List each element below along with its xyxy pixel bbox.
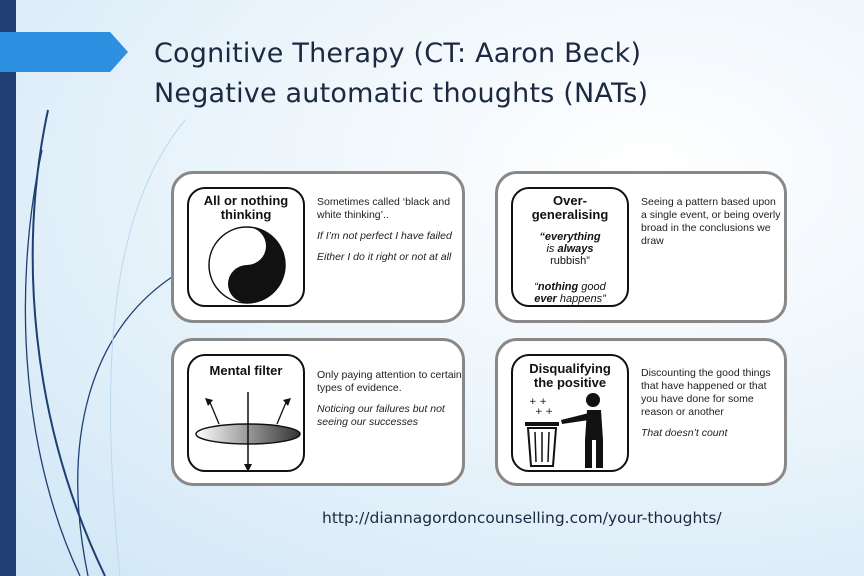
- slide-title: Cognitive Therapy (CT: Aaron Beck) Negat…: [154, 34, 834, 114]
- filter-funnel-icon: [195, 392, 301, 472]
- card-description: Discounting the good things that have ha…: [641, 367, 771, 439]
- title-arrow: [0, 32, 128, 72]
- card-description: Seeing a pattern based upon a single eve…: [641, 196, 781, 247]
- yin-yang-icon: [208, 226, 286, 304]
- decorative-curves: [24, 109, 186, 576]
- title-line-2: Negative automatic thoughts (NATs): [154, 78, 649, 109]
- card-title: Disqualifying the positive: [529, 361, 611, 390]
- source-link[interactable]: http://diannagordoncounselling.com/your-…: [322, 509, 722, 527]
- left-accent-bar: [0, 0, 16, 576]
- quote-everything: “everything is always rubbish”: [539, 231, 601, 267]
- card-title: Over- generalising: [531, 193, 609, 222]
- person-throwing-away-icon: + + + +: [525, 393, 603, 468]
- title-line-1: Cognitive Therapy (CT: Aaron Beck): [154, 38, 642, 69]
- card-disqualifying-inner: Disqualifying the positive + + + +: [511, 354, 629, 472]
- card-title: Mental filter: [209, 363, 283, 378]
- card-mental-filter-inner: Mental filter: [187, 354, 305, 472]
- svg-text:+ +: + +: [529, 397, 547, 407]
- card-all-or-nothing: All or nothing thinking Sometimes called…: [171, 171, 465, 323]
- card-description: Sometimes called ‘black and white thinki…: [317, 196, 452, 263]
- card-disqualifying-positive: Disqualifying the positive + + + +: [495, 338, 787, 486]
- card-over-generalising: Over- generalising “everything is always…: [495, 171, 787, 323]
- card-all-or-nothing-inner: All or nothing thinking: [187, 187, 305, 307]
- card-description: Only paying attention to certain types o…: [317, 369, 462, 428]
- quote-nothing: “nothing good ever happens”: [534, 281, 606, 305]
- card-mental-filter: Mental filter Only paying attention to c…: [171, 338, 465, 486]
- card-over-generalising-inner: Over- generalising “everything is always…: [511, 187, 629, 307]
- svg-text:+ +: + +: [535, 407, 553, 417]
- card-title: All or nothing thinking: [203, 193, 289, 222]
